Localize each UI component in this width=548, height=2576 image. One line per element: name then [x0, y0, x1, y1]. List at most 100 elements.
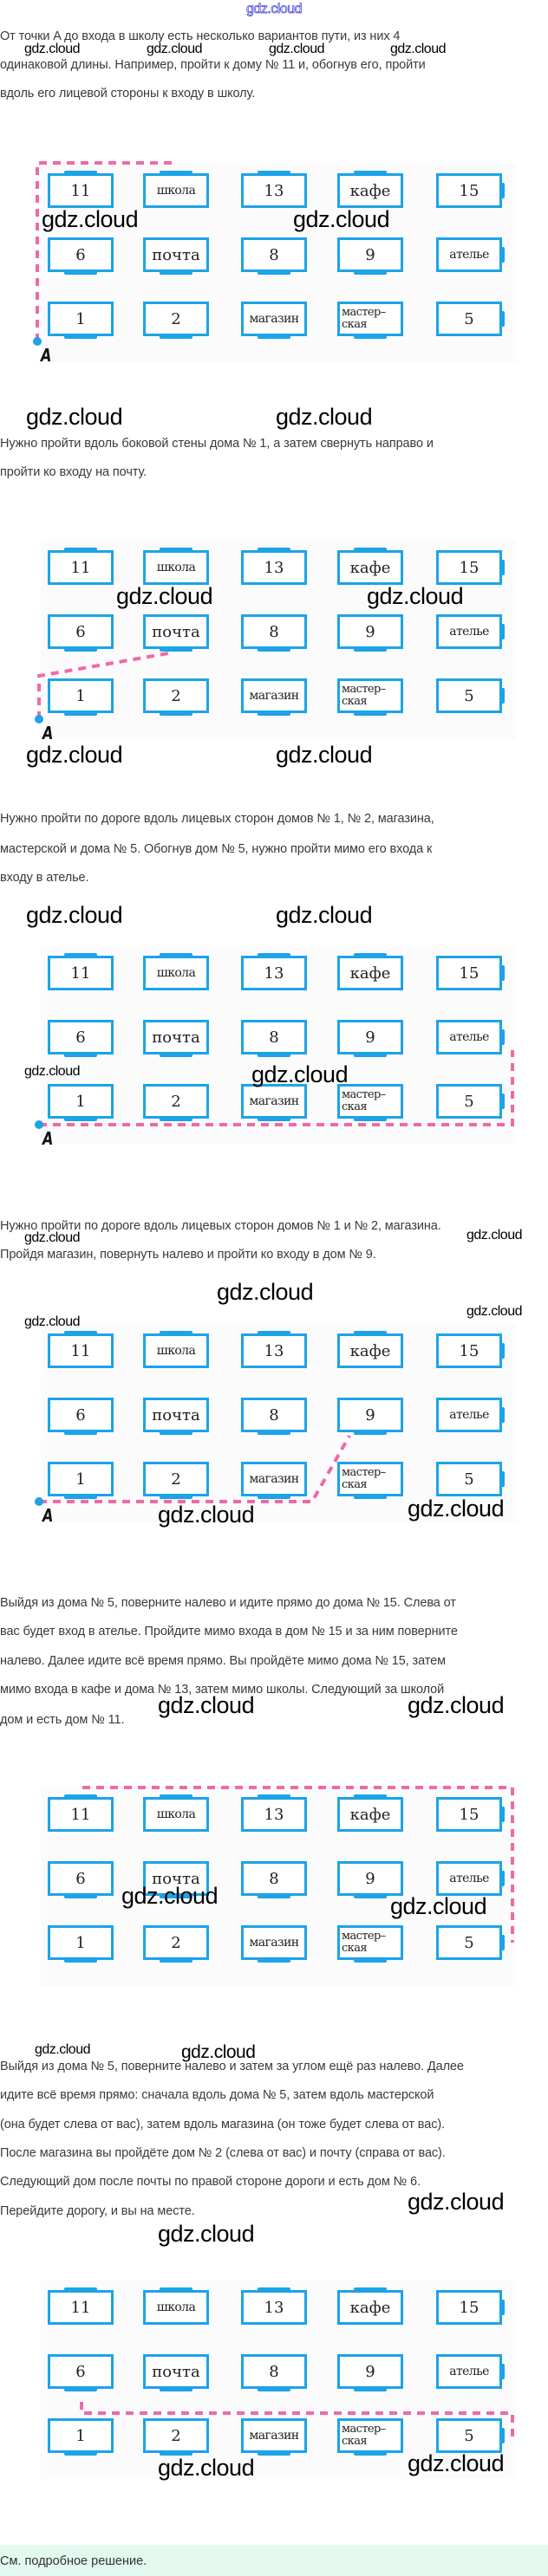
entrance-marker [160, 1331, 192, 1334]
entrance-marker [501, 247, 505, 263]
entrance-marker [160, 648, 192, 652]
house-label: почта [152, 1028, 200, 1047]
entrance-marker [258, 548, 290, 551]
entrance-marker [258, 271, 290, 275]
house-label: 11 [70, 2298, 91, 2317]
house-label: почта [152, 622, 200, 641]
entrance-marker [501, 311, 505, 327]
house-label: 8 [269, 1869, 279, 1888]
entrance-marker [354, 1794, 387, 1798]
house: 11 [48, 171, 114, 208]
house-label: 8 [269, 2362, 279, 2381]
house-label: школа [156, 561, 196, 574]
house: 8 [241, 614, 307, 652]
house-label: 5 [464, 309, 474, 328]
paragraph-line: Пройдя магазин, повернуть налево и пройт… [0, 1248, 376, 1262]
watermark: gdz.cloud [408, 2450, 505, 2476]
house-label: 11 [70, 181, 91, 200]
house: ателье [436, 1020, 505, 1054]
house-label: 15 [459, 964, 480, 983]
house-label: магазин [249, 1472, 299, 1486]
entrance-marker [354, 1118, 387, 1121]
house: 8 [241, 237, 307, 275]
house: 6 [48, 1020, 114, 1057]
paragraph-line: Выйдя из дома № 5, поверните налево и ид… [0, 1596, 456, 1610]
entrance-marker [354, 2452, 387, 2456]
house: мастер– ская [337, 2418, 403, 2456]
entrance-marker [501, 1029, 505, 1045]
house: 9 [337, 237, 403, 275]
paragraph-line: пройти ко входу на почту. [0, 465, 147, 479]
entrance-marker [64, 648, 97, 652]
house: магазин [241, 1462, 307, 1499]
header-watermark: gdz.cloud [246, 2, 303, 16]
house-label: 15 [459, 558, 480, 577]
house: мастер– ская [337, 1925, 403, 1963]
paragraph-line: Нужно пройти по дороге вдоль лицевых сто… [0, 1219, 441, 1233]
house: кафе [337, 548, 403, 585]
watermark: gdz.cloud [26, 742, 123, 768]
watermark: gdz.cloud [116, 583, 213, 609]
house: 9 [337, 1398, 403, 1435]
house: школа [143, 2287, 209, 2325]
detailed-solution-link[interactable]: См. подробное решение. [0, 2554, 147, 2568]
entrance-marker [354, 1054, 387, 1057]
house-label: ателье [449, 2365, 489, 2378]
house-label: ателье [449, 1408, 489, 1422]
house-label: кафе [349, 558, 391, 577]
entrance-marker [258, 1054, 290, 1057]
house-label: 1 [75, 2426, 86, 2445]
house-label: почта [152, 2362, 200, 2381]
house-label: магазин [249, 1936, 299, 1950]
paragraph-line: мастерской и дома № 5. Обогнув дом № 5, … [0, 842, 433, 856]
house-label: 11 [70, 1805, 91, 1824]
watermark: gdz.cloud [26, 902, 123, 928]
entrance-marker [258, 1959, 290, 1963]
house-label: школа [156, 2300, 196, 2314]
house: 2 [143, 1925, 209, 1963]
house: 1 [48, 678, 114, 716]
house-label: 8 [269, 245, 279, 264]
watermark: gdz.cloud [390, 1893, 487, 1919]
point-a-label: A [42, 1128, 54, 1149]
entrance-marker [160, 953, 192, 957]
house-label: 2 [171, 1470, 181, 1489]
house: кафе [337, 953, 403, 990]
house-label: 2 [171, 2426, 181, 2445]
entrance-marker [501, 1471, 505, 1487]
watermark: gdz.cloud [408, 2189, 505, 2215]
house: магазин [241, 302, 307, 339]
house: 5 [436, 302, 505, 336]
house-label: школа [156, 1807, 196, 1821]
entrance-marker [501, 1343, 505, 1359]
house: 1 [48, 302, 114, 339]
house: кафе [337, 1794, 403, 1832]
house-label: 8 [269, 622, 279, 641]
entrance-marker [64, 1431, 97, 1435]
watermark: gdz.cloud [26, 404, 123, 430]
watermark: gdz.cloud [35, 2042, 91, 2057]
house-label: 8 [269, 1405, 279, 1424]
house-label: кафе [349, 2298, 391, 2317]
house-label: 6 [75, 1869, 86, 1888]
entrance-marker [160, 2287, 192, 2291]
paragraph-line: После магазина вы пройдёте дом № 2 (слев… [0, 2146, 446, 2160]
entrance-marker [64, 1895, 97, 1898]
house: ателье [436, 1861, 505, 1896]
detailed-solution-banner[interactable]: См. подробное решение. [0, 2545, 548, 2576]
house: 8 [241, 1020, 307, 1057]
house: почта [143, 1020, 209, 1057]
house: магазин [241, 1084, 307, 1121]
house: мастер– ская [337, 1462, 403, 1499]
house-label: мастер– ская [342, 1088, 386, 1113]
entrance-marker [160, 271, 192, 275]
paragraph-line: вас будет вход в ателье. Пройдите мимо в… [0, 1625, 458, 1638]
house-label: 5 [464, 1092, 474, 1111]
house-label: кафе [349, 181, 391, 200]
entrance-marker [160, 548, 192, 551]
house-label: 2 [171, 309, 181, 328]
house-label: 6 [75, 1405, 86, 1424]
house-label: кафе [349, 1341, 391, 1360]
paragraph-line: входу в ателье. [0, 871, 89, 885]
entrance-marker [501, 560, 505, 575]
